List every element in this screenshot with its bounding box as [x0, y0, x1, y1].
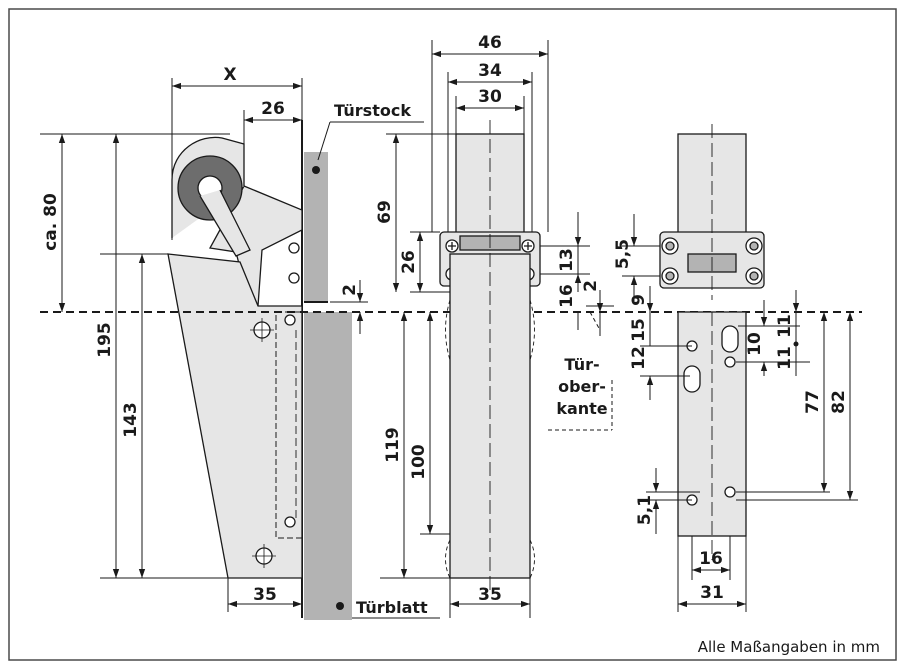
dim-16-front: 16	[557, 284, 577, 308]
dim-13: 13	[557, 248, 577, 272]
label-ober: ober-	[558, 377, 606, 396]
top-view-dimensions	[622, 214, 858, 612]
doorstop-body	[167, 253, 303, 579]
dim-34: 34	[478, 61, 502, 81]
dim-143: 143	[121, 402, 141, 438]
dim-46: 46	[478, 33, 502, 53]
dim-9: 9	[629, 294, 649, 306]
dim-ca-80: ca. 80	[41, 193, 61, 251]
dim-11a: 11	[775, 314, 795, 338]
side-view-dim-labels: X 26 ca. 80 195 143 35 2 Türstock Türbla…	[41, 65, 428, 617]
dim-16-plate: 16	[699, 549, 723, 569]
dim-195: 195	[95, 322, 115, 358]
dim-26-top: 26	[261, 99, 285, 119]
side-view	[167, 120, 352, 620]
label-tuerblatt: Türblatt	[356, 598, 428, 617]
door-leaf-strip	[304, 312, 352, 620]
dim-12: 12	[629, 346, 649, 370]
front-view-dim-labels: 46 34 30 69 26 13 16 2 119 100 35 Tür- o…	[375, 33, 608, 605]
dim-31: 31	[700, 583, 724, 603]
label-tuer: Tür-	[564, 355, 599, 374]
dim-x: X	[223, 65, 236, 85]
dim-5-5: 5,5	[613, 239, 633, 269]
dim-15: 15	[629, 318, 649, 342]
dim-26-front: 26	[399, 250, 419, 274]
dim-30: 30	[478, 87, 502, 107]
top-view	[659, 124, 765, 560]
front-view	[439, 120, 541, 590]
dim-69: 69	[375, 200, 395, 224]
dim-77: 77	[803, 390, 823, 414]
dim-11b: 11	[775, 346, 795, 370]
dim-119: 119	[383, 427, 403, 463]
top-view-dim-labels: 5,5 9 15 12 10 11 11 77 82 5,1 16 31	[613, 239, 849, 603]
dim-5-1: 5,1	[635, 495, 655, 525]
dim-10: 10	[745, 332, 765, 356]
dim-35-front: 35	[478, 585, 502, 605]
dim-82: 82	[829, 390, 849, 414]
units-note: Alle Maßangaben in mm	[698, 638, 880, 656]
drawing-border	[8, 8, 897, 661]
side-view-dimensions	[40, 78, 440, 619]
dim-2-side: 2	[340, 284, 360, 296]
door-frame-strip	[304, 152, 328, 302]
label-tuerstock: Türstock	[334, 101, 411, 120]
dim-35-side: 35	[253, 585, 277, 605]
front-view-dimensions	[380, 40, 614, 618]
label-kante: kante	[556, 399, 607, 418]
dim-2-front: 2	[581, 280, 601, 292]
dim-100: 100	[409, 444, 429, 480]
